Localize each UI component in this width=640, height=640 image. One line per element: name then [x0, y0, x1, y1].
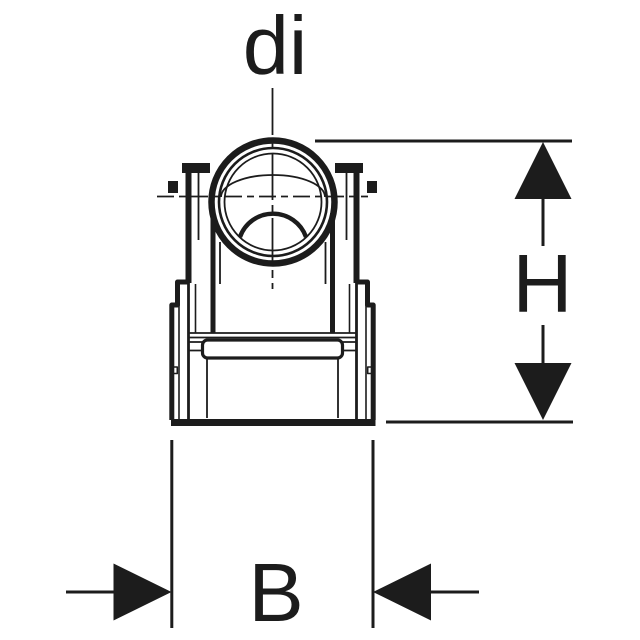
band-tab-right [341, 341, 358, 352]
latch-notch-right [366, 366, 375, 375]
band-strap [200, 338, 345, 360]
arrow-left-icon [373, 563, 431, 621]
label-inner-diameter: di [243, 0, 308, 92]
band-tab-left [187, 341, 204, 352]
clamp-left-knob [168, 181, 178, 193]
socket-rim-ring-2 [223, 152, 323, 252]
shell-outline-right [357, 279, 376, 420]
drawing-root: H B di [66, 0, 573, 639]
dimension-width: B [66, 440, 479, 639]
label-width: B [248, 546, 303, 639]
clamp-right [335, 163, 377, 283]
dimension-height: H [315, 139, 573, 424]
socket-outer-rim [208, 137, 338, 267]
clamp-right-knob [367, 181, 377, 193]
clamp-left [168, 163, 210, 283]
socket-bore-arc [237, 211, 309, 238]
clamp-right-top-bar [335, 163, 363, 173]
arrow-up-icon [514, 142, 572, 199]
socket-rim-ring-1 [217, 146, 329, 258]
tension-band [187, 332, 358, 360]
socket-opening [208, 137, 338, 333]
arrow-right-icon [113, 563, 172, 621]
latch-notch-left [171, 366, 179, 375]
body-shell [169, 279, 376, 426]
clamp-left-top-bar [182, 163, 210, 173]
shell-outline-left [169, 279, 188, 420]
arrow-down-icon [514, 363, 572, 420]
socket-bore-far-edge [220, 174, 326, 198]
label-height: H [513, 237, 573, 330]
